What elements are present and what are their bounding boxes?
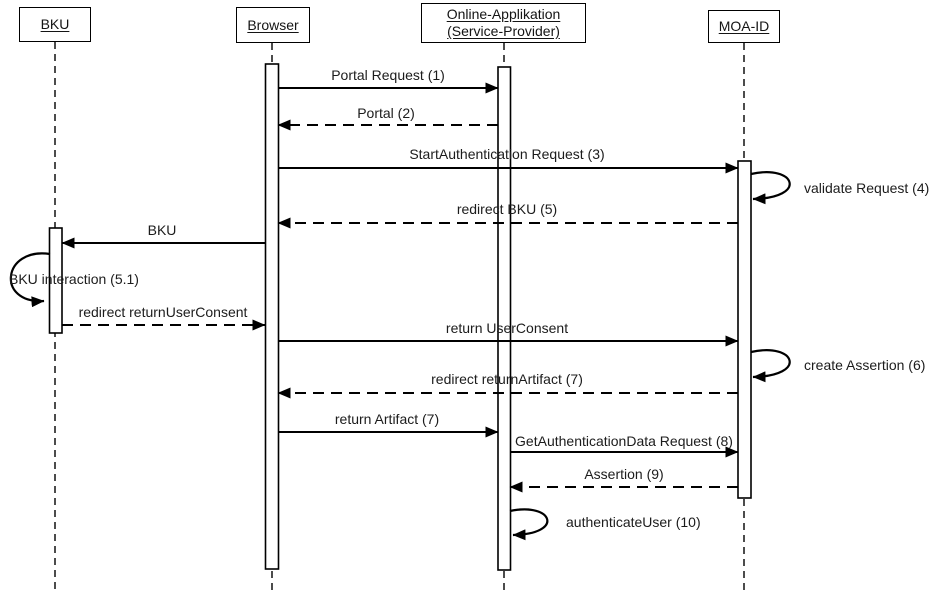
message-label-bku: BKU (147, 222, 177, 238)
message-label-create-assertion: create Assertion (6) (804, 357, 926, 373)
message-label-redirect-return-user-consent: redirect returnUserConsent (78, 304, 248, 320)
self-loop-authenticate-user (509, 508, 549, 541)
self-loop-create-assertion (750, 349, 791, 383)
message-label-return-artifact: return Artifact (7) (334, 411, 440, 427)
message-label-redirect-return-artifact: redirect returnArtifact (7) (431, 371, 583, 387)
activation-bar-moa-id (737, 160, 752, 499)
message-label-assertion: Assertion (9) (584, 466, 664, 482)
message-label-start-authentication-request: StartAuthentication Request (3) (409, 146, 605, 162)
message-label-get-authentication-data-request: GetAuthenticationData Request (8) (515, 433, 733, 449)
message-label-redirect-bku: redirect BKU (5) (456, 201, 558, 217)
actor-box-bku: BKU (19, 7, 91, 42)
actor-box-online-applikation: Online-Applikation (Service-Provider) (421, 3, 586, 43)
activation-bar-bku (48, 227, 63, 334)
actor-label-online-applikation: Online-Applikation (Service-Provider) (446, 6, 561, 39)
self-loop-bku-interaction (9, 252, 51, 308)
message-label-validate-request: validate Request (4) (804, 180, 930, 196)
self-loop-validate-request (750, 171, 791, 205)
message-label-bku-interaction: BKU interaction (5.1) (9, 271, 139, 287)
message-label-portal: Portal (2) (357, 105, 415, 121)
actor-label-browser: Browser (247, 16, 299, 33)
message-label-return-user-consent: return UserConsent (445, 320, 569, 336)
actor-box-browser: Browser (236, 7, 310, 43)
message-label-authenticate-user: authenticateUser (10) (566, 514, 701, 530)
message-label-portal-request: Portal Request (1) (331, 67, 445, 83)
activation-bar-online-applikation (497, 66, 512, 571)
activation-bar-browser (264, 63, 280, 570)
actor-label-bku: BKU (40, 16, 70, 32)
actor-box-moa-id: MOA-ID (708, 10, 780, 43)
actor-label-moa-id: MOA-ID (718, 18, 770, 34)
